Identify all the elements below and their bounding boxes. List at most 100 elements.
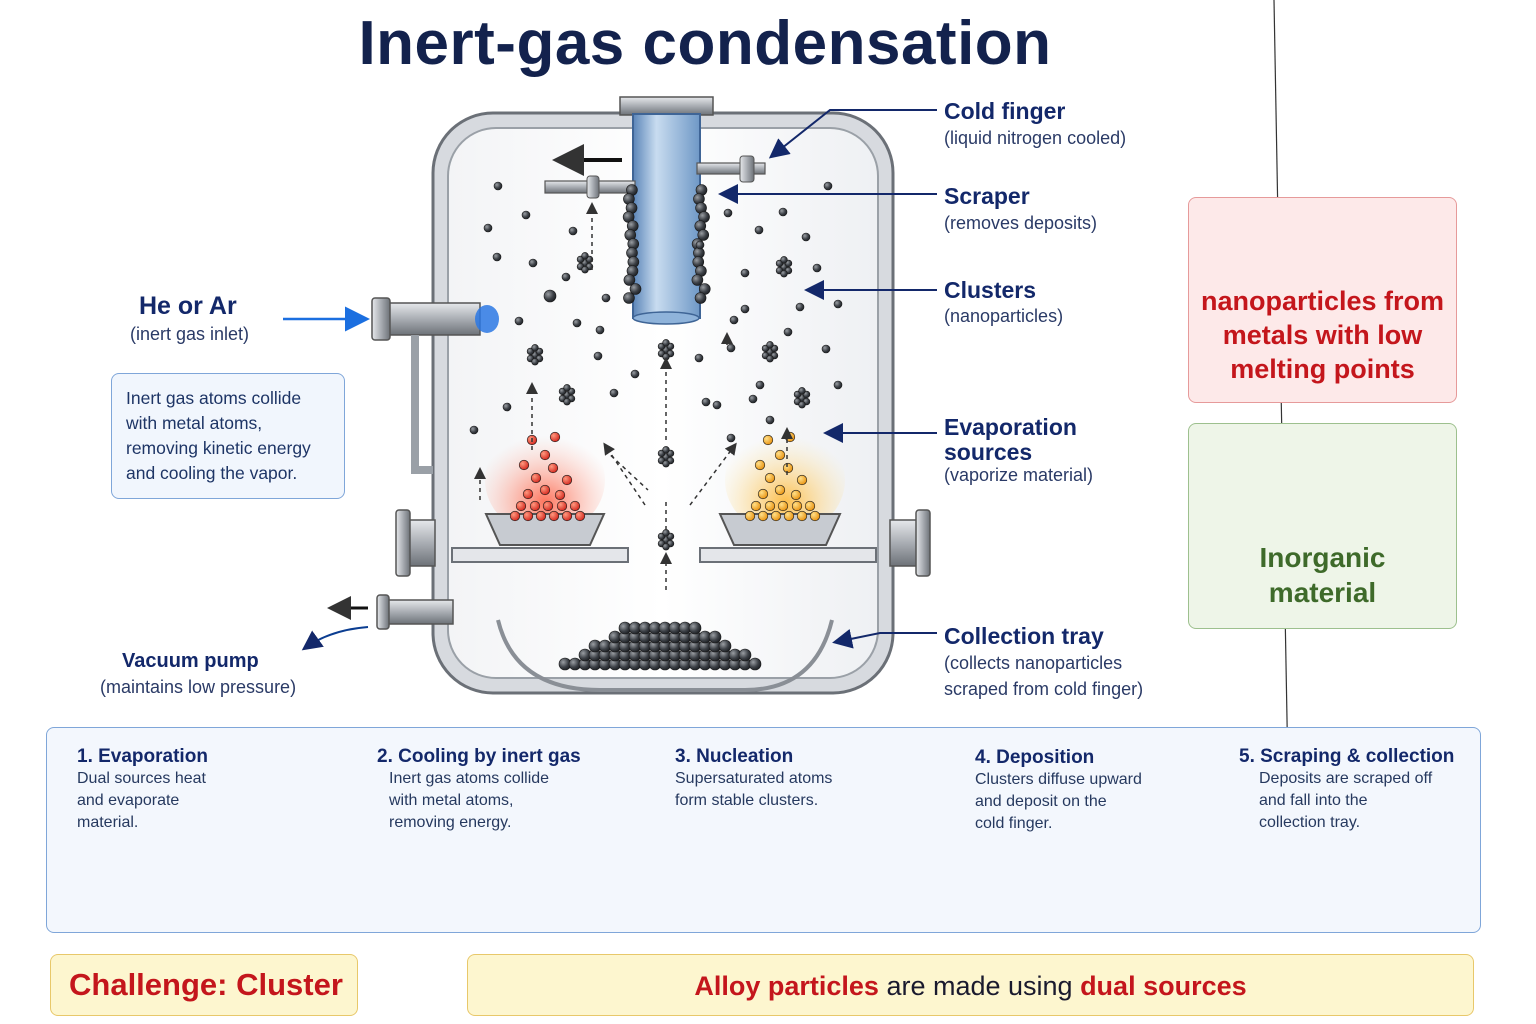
- red-atom: [539, 449, 551, 461]
- cluster-atom: [662, 353, 670, 361]
- card-red-line: melting points: [1230, 354, 1415, 384]
- red-atom: [549, 431, 561, 443]
- scraper-label: Scraper: [944, 183, 1030, 209]
- vapor-atom: [593, 351, 603, 361]
- deposit-atom: [623, 274, 636, 286]
- note-line: with metal atoms,: [126, 413, 263, 433]
- vapor-atom: [823, 181, 833, 191]
- step-line: removing energy.: [389, 814, 512, 831]
- step-line: collection tray.: [1259, 814, 1361, 831]
- deposit-atom: [691, 274, 704, 286]
- red-atom: [522, 510, 534, 522]
- deposit-atom: [697, 229, 710, 241]
- vapor-atom: [754, 225, 764, 235]
- cluster-atom: [662, 543, 670, 551]
- red-atom: [509, 510, 521, 522]
- dual-sources-highlight: dual sources: [1080, 971, 1247, 1001]
- orange-atom: [774, 449, 786, 461]
- collection-sub-2: scraped from cold finger): [944, 679, 1144, 699]
- vacuum-pump-label: Vacuum pump: [122, 650, 259, 672]
- cluster-atom: [531, 344, 539, 352]
- challenge-banner: Challenge: Cluster: [50, 954, 358, 1016]
- orange-atom: [804, 500, 816, 512]
- process-steps-panel: [46, 727, 1481, 933]
- red-atom: [574, 510, 586, 522]
- low-melting-metals-card: nanoparticles from metals with low melti…: [1188, 197, 1457, 403]
- step-line: cold finger.: [975, 815, 1053, 832]
- cluster-atom: [581, 252, 589, 260]
- vapor-atom: [469, 425, 479, 435]
- cluster-atom: [662, 339, 670, 347]
- collected-particle: [738, 648, 752, 662]
- vapor-atom: [493, 181, 503, 191]
- collected-nanoparticles: [558, 621, 762, 671]
- collected-particle: [718, 639, 732, 653]
- orange-atom: [757, 488, 769, 500]
- flow-arrows: [474, 202, 793, 590]
- vapor-atom: [701, 397, 711, 407]
- vapor-atom: [740, 304, 750, 314]
- card-green-line: Inorganic: [1259, 542, 1386, 573]
- step-title: 5. Scraping & collection: [1239, 746, 1455, 767]
- orange-atom: [764, 472, 776, 484]
- step-line: and deposit on the: [975, 793, 1107, 810]
- step-line: material.: [77, 814, 139, 831]
- cluster-atom: [766, 355, 774, 363]
- vapor-atom: [740, 268, 750, 278]
- step-line: form stable clusters.: [675, 792, 819, 809]
- orange-atom: [754, 459, 766, 471]
- right-platform: [699, 547, 877, 563]
- alloy-text: are made using: [878, 971, 1081, 1001]
- orange-atom: [782, 462, 794, 474]
- scraper-sub: (removes deposits): [944, 213, 1098, 233]
- cluster-atom: [563, 398, 571, 406]
- vapor-atom: [502, 402, 512, 412]
- step-1: 1. Evaporation Dual sources heat and eva…: [77, 746, 208, 834]
- vapor-atom: [601, 293, 611, 303]
- cold-finger-deposits: [622, 184, 711, 304]
- vapor-atom: [729, 315, 739, 325]
- note-line: removing kinetic energy: [126, 438, 311, 458]
- right-flange: [889, 519, 921, 567]
- red-atom: [518, 459, 530, 471]
- vapor-atom: [595, 325, 605, 335]
- vapor-atom: [723, 208, 733, 218]
- red-atom: [530, 472, 542, 484]
- vapor-atom: [572, 318, 582, 328]
- cold-finger: [632, 113, 701, 319]
- orange-atom: [783, 510, 795, 522]
- left-platform: [451, 547, 629, 563]
- cold-finger-sub: (liquid nitrogen cooled): [944, 128, 1127, 148]
- vacuum-pump-sub: (maintains low pressure): [100, 677, 297, 697]
- orange-atom: [777, 500, 789, 512]
- step-title: 1. Evaporation: [77, 746, 208, 767]
- orange-atom: [744, 510, 756, 522]
- cluster-atom: [563, 384, 571, 392]
- note-line: Inert gas atoms collide: [126, 388, 302, 408]
- cluster-atom: [798, 401, 806, 409]
- vapor-atom: [568, 226, 578, 236]
- evaporation-label-1: Evaporation: [944, 414, 1077, 440]
- vapor-atom: [833, 299, 843, 309]
- cluster-atom: [780, 256, 788, 264]
- gas-flame: [475, 305, 499, 333]
- vapor-atom: [609, 388, 619, 398]
- vapor-atom: [795, 302, 805, 312]
- alloy-banner: Alloy particles are made using dual sour…: [467, 954, 1474, 1016]
- deposit-atom: [623, 292, 635, 304]
- step-line: and fall into the: [1259, 792, 1368, 809]
- collected-particle: [708, 630, 722, 644]
- page-title: Inert-gas condensation: [358, 9, 1052, 78]
- cluster-atom: [662, 529, 670, 537]
- deposit-atom: [694, 292, 707, 304]
- vapor-atom: [694, 353, 704, 363]
- orange-atom: [764, 500, 776, 512]
- orange-atom: [796, 474, 808, 486]
- vacuum-pipe: [384, 599, 454, 625]
- orange-atom: [809, 510, 821, 522]
- gas-inlet-sub: (inert gas inlet): [130, 324, 250, 344]
- step-4: 4. Deposition Clusters diffuse upward an…: [975, 747, 1142, 835]
- orange-atom: [791, 500, 803, 512]
- card-green-line: material: [1268, 577, 1377, 608]
- red-atom: [529, 500, 541, 512]
